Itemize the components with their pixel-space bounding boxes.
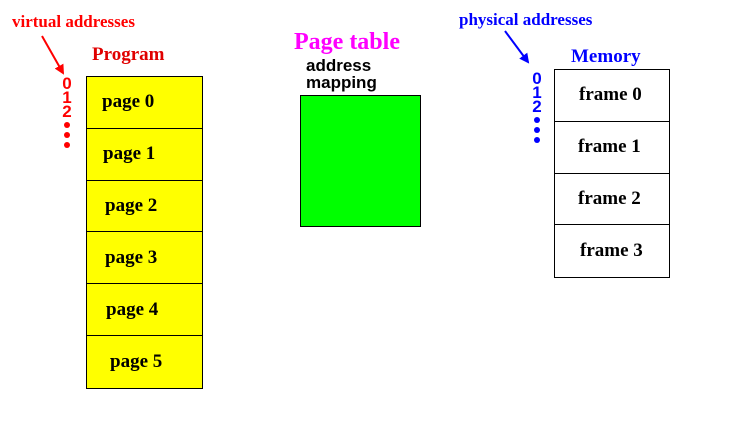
virtual-address-arrow (41, 35, 64, 75)
virtual-address-index: 0 1 2 (60, 74, 74, 152)
physical-address-digit: 0 (532, 69, 542, 88)
frame-cell: frame 1 (555, 122, 669, 174)
page-cell: page 1 (87, 129, 202, 181)
ellipsis-dot (64, 122, 70, 128)
virtual-address-digit: 1 (62, 88, 72, 107)
virtual-address-digit: 2 (62, 102, 72, 121)
virtual-address-digit: 0 (62, 74, 72, 93)
page-cell: page 4 (87, 284, 202, 336)
frame-cell: frame 2 (555, 174, 669, 226)
memory-stack: frame 0 frame 1 frame 2 frame 3 (554, 69, 670, 278)
program-stack: page 0 page 1 page 2 page 3 page 4 page … (86, 76, 203, 389)
physical-address-arrow (504, 30, 530, 64)
program-title: Program (92, 44, 165, 65)
memory-title: Memory (571, 46, 641, 67)
ellipsis-dot (534, 127, 540, 133)
physical-address-index: 0 1 2 (530, 69, 544, 147)
page-table-title: Page table (294, 29, 400, 55)
frame-cell: frame 0 (555, 70, 669, 122)
address-mapping-line2: mapping (306, 73, 377, 92)
page-cell: page 2 (87, 181, 202, 233)
page-cell: page 0 (87, 77, 202, 129)
page-table-box (300, 95, 421, 227)
address-mapping-label: address mapping (306, 57, 377, 91)
page-cell: page 5 (110, 350, 163, 372)
ellipsis-dot (64, 142, 70, 148)
frame-cell: frame 3 (580, 240, 643, 262)
address-mapping-line1: address (306, 56, 372, 75)
ellipsis-dot (64, 132, 70, 138)
physical-address-digit: 2 (532, 97, 542, 116)
ellipsis-dot (534, 137, 540, 143)
physical-address-digit: 1 (532, 83, 542, 102)
virtual-addresses-label: virtual addresses (12, 12, 135, 31)
ellipsis-dot (534, 117, 540, 123)
page-cell: page 3 (87, 232, 202, 285)
physical-addresses-label: physical addresses (459, 10, 593, 29)
